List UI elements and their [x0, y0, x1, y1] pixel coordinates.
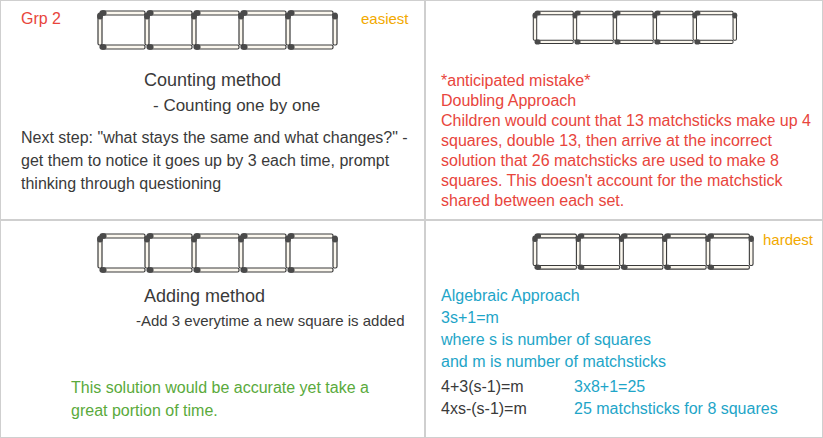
- cell-text: 4xs-(s-1)=m: [441, 398, 527, 420]
- cell-text: hardest: [763, 230, 813, 250]
- matchstick-row: [532, 10, 737, 44]
- cell-text: Doubling Approach: [441, 91, 576, 111]
- matchstick-row: [532, 233, 754, 270]
- cell-text: Grp 2: [21, 9, 61, 30]
- cell-text: Algebraic Approach: [441, 285, 580, 307]
- cell-text: *anticipated mistake*: [441, 71, 590, 91]
- cell-text: easiest: [361, 9, 409, 29]
- cell-text: This solution would be accurate yet take…: [71, 376, 401, 422]
- method-cell: *anticipated mistake*Doubling ApproachCh…: [425, 0, 823, 220]
- cell-text: Adding method: [144, 285, 265, 308]
- matchstick-row: [97, 233, 338, 273]
- cell-text: - Counting one by one: [153, 95, 320, 117]
- cell-text: 25 matchsticks for 8 squares: [574, 398, 778, 420]
- cell-text: 3x8+1=25: [574, 376, 645, 398]
- cell-text: 4+3(s-1)=m: [441, 376, 524, 398]
- method-cell: Grp 2 easiestCounting method - Counting on…: [0, 0, 425, 220]
- matchstick-row: [97, 10, 338, 50]
- cell-text: Counting method: [144, 69, 281, 92]
- cell-text: Next step: "what stays the same and what…: [21, 126, 416, 195]
- cell-text: 3s+1=m: [441, 307, 499, 329]
- cell-text: Children would count that 13 matchsticks…: [441, 111, 816, 211]
- cell-text: where s is number of squares and m is nu…: [441, 329, 673, 373]
- method-cell: hardestAlgebraic Approach3s+1=mwhere s i…: [425, 220, 823, 438]
- cell-text: -Add 3 everytime a new square is added: [136, 311, 421, 331]
- method-cell: Adding method -Add 3 everytime a new squa…: [0, 220, 425, 438]
